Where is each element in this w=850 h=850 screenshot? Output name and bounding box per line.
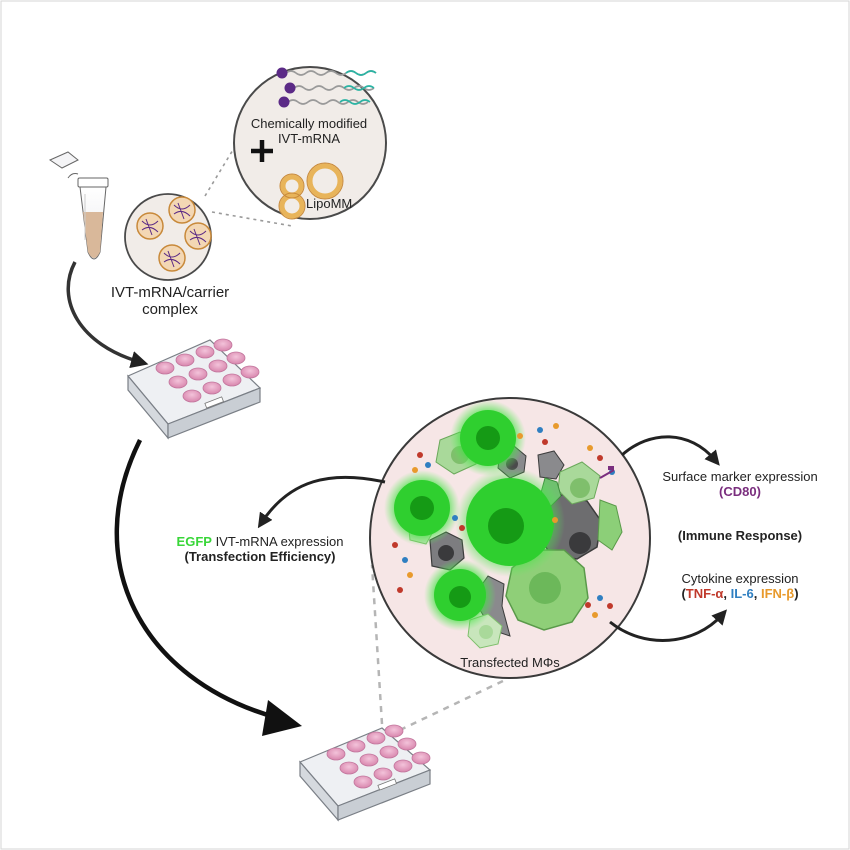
il-6: IL-6 [730, 585, 754, 601]
complex-label: IVT-mRNA/carrier complex [100, 284, 240, 319]
nanoparticle-icons [136, 196, 212, 272]
immune-response-label: (Immune Response) [677, 528, 803, 543]
cd80-marker-icon [599, 466, 615, 479]
microcentrifuge-tube-icon [48, 151, 109, 260]
close-paren: ) [794, 585, 799, 601]
chem-line1: Chemically modified [250, 116, 368, 131]
chemically-modified-label: Chemically modified IVT-mRNA [244, 116, 374, 147]
macrophage-circle [369, 397, 651, 679]
egfp-macrophages [384, 400, 565, 631]
arrow-tube-to-plate [66, 261, 149, 369]
egfp-word: EGFP [176, 534, 212, 549]
arrow-plate-to-plate [114, 438, 279, 721]
arrow-to-surface-marker [621, 435, 720, 466]
comma-1: , [723, 585, 731, 601]
cytokine-line: Cytokine expression [681, 571, 799, 586]
complex-circle [124, 193, 212, 281]
open-paren: ( [681, 585, 686, 601]
cd80-label: (CD80) [719, 483, 761, 499]
egfp-rest: IVT-mRNA expression [211, 534, 344, 549]
cytokine-label: Cytokine expression (TNF-α, IL-6, IFN-β) [650, 571, 830, 602]
arrow-to-egfp [257, 475, 386, 529]
lipomm-label: LipoMM [306, 196, 353, 211]
transfection-efficiency: (Transfection Efficiency) [184, 548, 336, 564]
plus-icon [251, 140, 273, 162]
reagent-circle [233, 66, 387, 220]
well-plate-bottom-icon [299, 724, 432, 822]
well-plate-top-icon [127, 338, 262, 440]
ifn-beta: IFN-β [760, 585, 795, 601]
surface-marker-label: Surface marker expression (CD80) [640, 469, 840, 500]
comma-2: , [753, 585, 761, 601]
tnf-alpha: TNF-α [685, 585, 724, 601]
egfp-expression-label: EGFP IVT-mRNA expression (Transfection E… [150, 534, 370, 565]
complex-line2: complex [142, 301, 198, 319]
arrow-to-cytokine [609, 609, 728, 642]
chem-line2: IVT-mRNA [277, 130, 341, 146]
lipomm-particles [279, 163, 343, 219]
pale-green-macrophages [407, 431, 623, 649]
cytokine-dots [392, 423, 615, 618]
complex-line1: IVT-mRNA/carrier [110, 284, 230, 301]
transfected-macrophages-label: Transfected MΦs [460, 655, 560, 670]
mrna-strands [285, 70, 377, 105]
surface-line: Surface marker expression [662, 469, 818, 484]
zoom-lines-bottom [370, 564, 506, 732]
